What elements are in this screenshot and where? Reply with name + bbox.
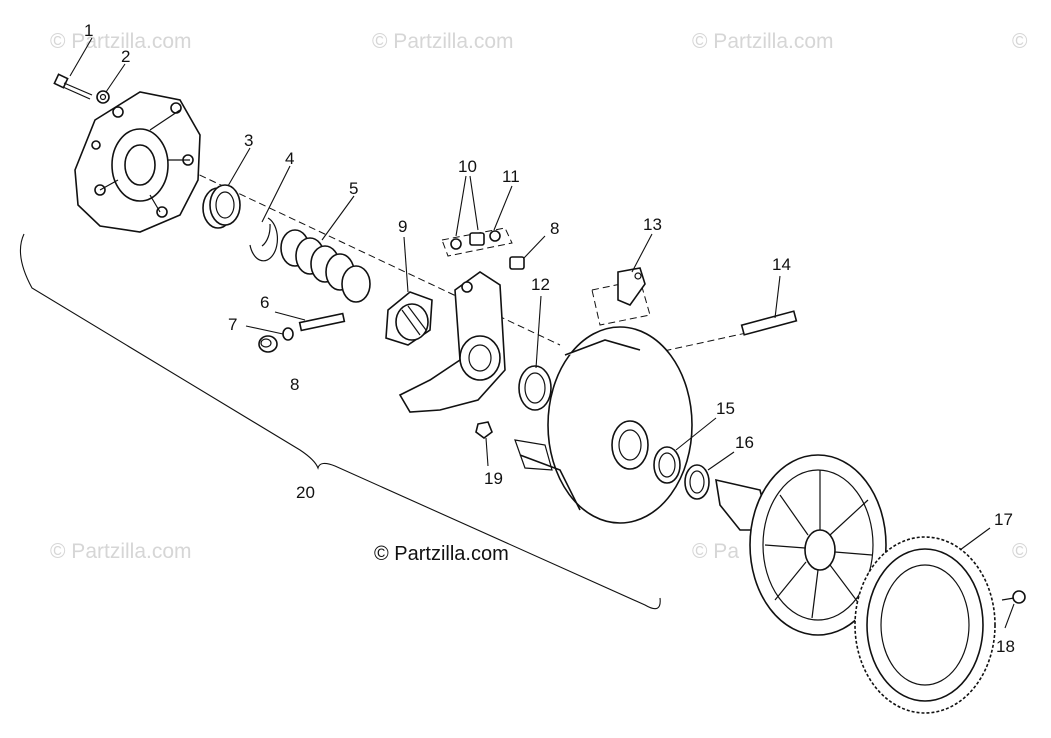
snap-ring-part-4 xyxy=(249,217,279,262)
watermark: © Partzilla.com xyxy=(50,30,192,53)
watermark: © Partzilla.com xyxy=(692,30,834,53)
callout-8-lower: 8 xyxy=(290,375,299,394)
fixed-sheave-part xyxy=(715,454,887,636)
callout-18: 18 xyxy=(996,637,1015,656)
callout-6: 6 xyxy=(260,293,269,312)
shaft-pin-part-14 xyxy=(740,310,798,336)
callout-16: 16 xyxy=(735,433,754,452)
callout-20: 20 xyxy=(296,483,315,502)
movable-sheave-part xyxy=(514,326,693,524)
watermark: © Partzilla.com xyxy=(372,30,514,53)
callout-19: 19 xyxy=(484,469,503,488)
small-parts-group-10-11 xyxy=(441,227,513,257)
callout-3: 3 xyxy=(244,131,253,150)
watermark: © xyxy=(1012,540,1028,563)
bushing-part-8-upper xyxy=(509,256,525,270)
copyright-text: © Partzilla.com xyxy=(374,543,509,565)
roller-cage-part-9 xyxy=(385,291,433,346)
pin-part-6 xyxy=(298,312,346,332)
bushing-part-16 xyxy=(684,464,710,500)
callout-labels: 1 2 3 4 5 6 7 8 9 10 11 8 12 13 14 15 16… xyxy=(84,21,1015,656)
bushing-part-15 xyxy=(653,446,681,484)
screw-part-18 xyxy=(1001,590,1026,604)
bolt-part-1 xyxy=(53,73,93,100)
callout-4: 4 xyxy=(285,149,294,168)
cam-weight-part-13 xyxy=(591,267,651,326)
nut-part-19 xyxy=(475,421,493,439)
watermark: © Pa xyxy=(692,540,739,563)
callout-13: 13 xyxy=(643,215,662,234)
washer-part-2 xyxy=(96,90,110,104)
watermark: © xyxy=(1012,30,1028,53)
cover-plate-part xyxy=(74,91,201,233)
leader-lines xyxy=(69,37,1015,629)
callout-17: 17 xyxy=(994,510,1013,529)
callout-1: 1 xyxy=(84,21,93,40)
watermark-layer: © Partzilla.com © Partzilla.com © Partzi… xyxy=(50,30,1028,563)
bushing-part-8 xyxy=(258,335,278,353)
watermark: © Partzilla.com xyxy=(50,540,192,563)
callout-12: 12 xyxy=(531,275,550,294)
callout-10: 10 xyxy=(458,157,477,176)
callout-15: 15 xyxy=(716,399,735,418)
callout-8-upper: 8 xyxy=(550,219,559,238)
bushing-part-3 xyxy=(202,184,241,229)
callout-2: 2 xyxy=(121,47,130,66)
assembly-bracket-20 xyxy=(19,233,661,610)
spring-part-5 xyxy=(280,229,371,303)
thrust-washer-part-12 xyxy=(518,365,552,411)
ring-gear-part-17 xyxy=(854,536,996,714)
callout-14: 14 xyxy=(772,255,791,274)
callout-11: 11 xyxy=(502,167,520,186)
spider-arm-part xyxy=(398,271,506,413)
callout-9: 9 xyxy=(398,217,407,236)
washer-part-7 xyxy=(282,327,294,341)
callout-5: 5 xyxy=(349,179,358,198)
callout-7: 7 xyxy=(228,315,237,334)
